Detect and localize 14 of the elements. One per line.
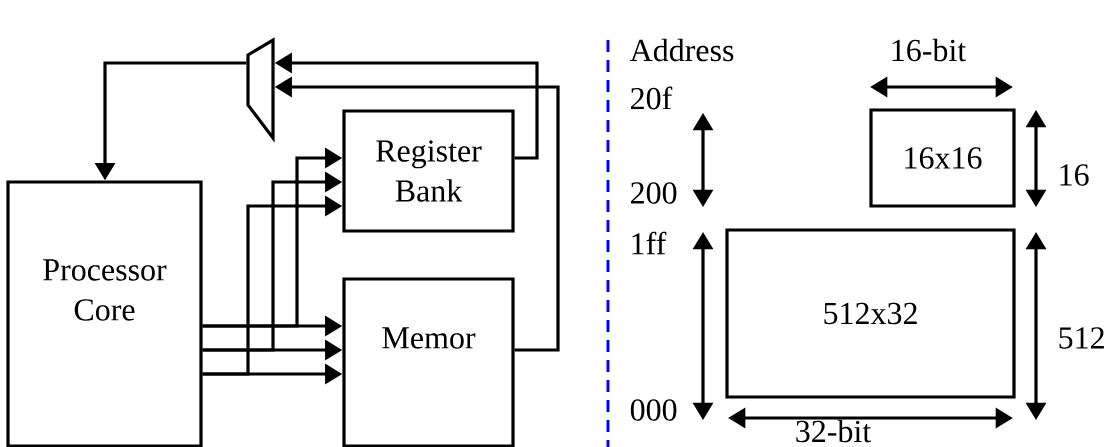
label: 1ff bbox=[632, 231, 667, 255]
label: 200 bbox=[631, 182, 677, 204]
block-box: Memor bbox=[342, 277, 515, 447]
block-box: 16x16 bbox=[869, 108, 1016, 208]
block-box: Register Bank bbox=[342, 109, 515, 233]
label: 16 bbox=[1060, 164, 1089, 186]
label: 16-bit bbox=[892, 38, 967, 62]
label: 20f bbox=[631, 86, 673, 110]
multiplexer-symbol bbox=[246, 37, 275, 143]
label: 000 bbox=[630, 399, 677, 421]
label: 512 bbox=[1059, 327, 1104, 349]
label: Address bbox=[629, 38, 734, 62]
block-box: 512x32 bbox=[725, 228, 1016, 399]
block-box: Processor Core bbox=[6, 180, 203, 447]
